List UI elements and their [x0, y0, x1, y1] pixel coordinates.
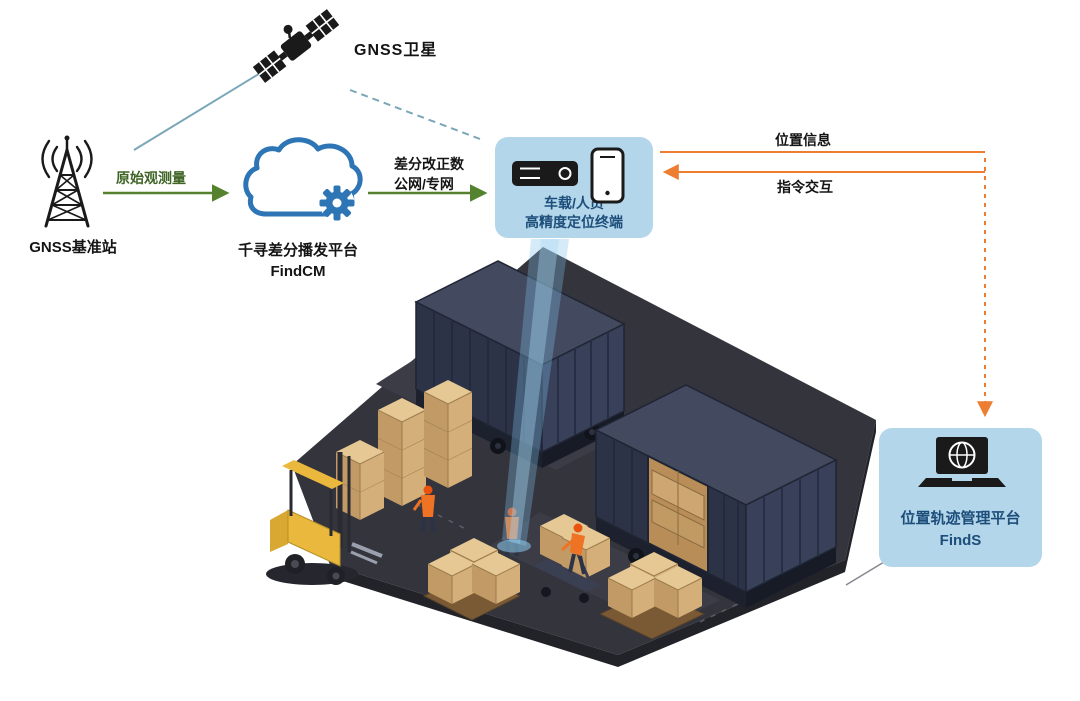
cloud-platform-product: FindCM — [270, 263, 326, 280]
management-platform-node: 位置轨迹管理平台 FindS — [879, 428, 1042, 567]
base-station-label: GNSS基准站 — [29, 239, 117, 256]
pallet-boxes-right — [598, 551, 706, 640]
cloud-platform-label: 千寻差分播发平台 FindCM — [222, 240, 374, 282]
corrections-label-line2: 公网/专网 — [394, 176, 454, 192]
link-satellite-basestation — [133, 71, 263, 151]
pallet-boxes-bottom — [422, 537, 522, 621]
cloud-platform-name: 千寻差分播发平台 — [237, 242, 358, 259]
terminal-node: 车载/人员 高精度定位终端 — [495, 137, 653, 238]
worker-1 — [412, 485, 435, 534]
command-interaction-label: 指令交互 — [777, 179, 833, 195]
corrections-label: 差分改正数 公网/专网 — [394, 154, 464, 194]
terminal-label: 车载/人员 高精度定位终端 — [495, 194, 653, 232]
position-info-label: 位置信息 — [775, 132, 831, 148]
yard-marking — [351, 471, 471, 532]
raw-observation-label: 原始观测量 — [116, 170, 186, 186]
warehouse-scene — [266, 239, 876, 667]
positioning-beam — [497, 239, 569, 553]
satellite-label: GNSS卫星 — [354, 42, 438, 59]
terminal-label-line2: 高精度定位终端 — [525, 214, 623, 230]
worker-3 — [560, 523, 586, 575]
terminal-label-line1: 车载/人员 — [544, 195, 604, 211]
link-satellite-terminal — [349, 89, 481, 140]
management-platform-label: 位置轨迹管理平台 FindS — [879, 508, 1042, 552]
corrections-label-line1: 差分改正数 — [394, 156, 464, 172]
yard-platform-edge — [330, 420, 876, 667]
forklift — [266, 452, 383, 585]
management-platform-product: FindS — [939, 532, 982, 549]
management-platform-name: 位置轨迹管理平台 — [900, 510, 1021, 527]
finds-box-tail — [845, 561, 885, 586]
